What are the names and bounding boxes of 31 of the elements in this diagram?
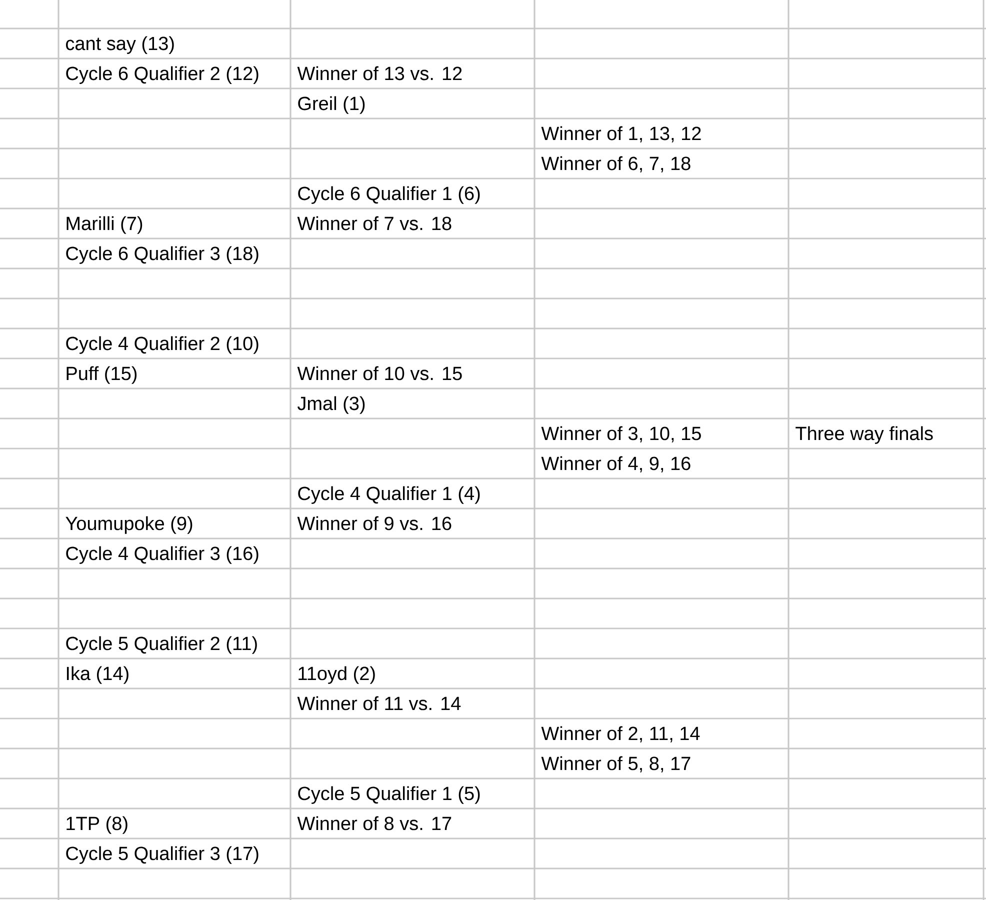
entry-text: 1TP (8)	[66, 816, 128, 834]
entry-text: Winner of 8 vs. 17	[297, 816, 452, 830]
entry-text: Cycle 5 Qualifier 3 (17)	[66, 846, 258, 864]
entry-text: Ika (14)	[66, 666, 128, 684]
entry-text: Cycle 5 Qualifier 1 (5)	[298, 786, 480, 804]
entry-text: Cycle 6 Qualifier 3 (18)	[66, 246, 258, 264]
entry-text: Winner of 5, 8, 17	[541, 756, 690, 772]
entry-text: Cycle 6 Qualifier 1 (6)	[298, 186, 480, 204]
entry-text: 11oyd (2)	[298, 666, 375, 684]
entry-text: Winner of 4, 9, 16	[541, 456, 690, 472]
entry-text: cant say (13)	[66, 36, 174, 54]
entry-text: Youmupoke (9)	[66, 516, 192, 534]
entry-text: Cycle 4 Qualifier 1 (4)	[298, 486, 480, 504]
entry-text: Cycle 4 Qualifier 2 (10)	[66, 336, 258, 354]
entry-text: Cycle 4 Qualifier 3 (16)	[66, 546, 258, 564]
entry-text: Three way finals	[796, 426, 933, 444]
entry-text: Winner of 11 vs. 14	[297, 696, 461, 710]
entry-text: Jmal (3)	[298, 396, 365, 414]
entry-text: Winner of 10 vs. 15	[297, 366, 462, 380]
entry-text: Marilli (7)	[66, 216, 142, 234]
entry-text: Puff (15)	[66, 366, 137, 384]
entry-text: Cycle 5 Qualifier 2 (11)	[66, 636, 257, 654]
entry-text: Winner of 1, 13, 12	[541, 126, 701, 142]
entry-text: Winner of 3, 10, 15	[541, 426, 701, 442]
entry-text: Winner of 7 vs. 18	[297, 216, 452, 230]
entry-text: Winner of 6, 7, 18	[541, 156, 690, 172]
entry-text: Winner of 13 vs. 12	[297, 66, 462, 80]
entry-text: Cycle 6 Qualifier 2 (12)	[66, 66, 258, 84]
entry-text: Greil (1)	[298, 96, 365, 114]
entry-text: Winner of 9 vs. 16	[297, 516, 452, 530]
entry-text: Winner of 2, 11, 14	[541, 726, 700, 742]
